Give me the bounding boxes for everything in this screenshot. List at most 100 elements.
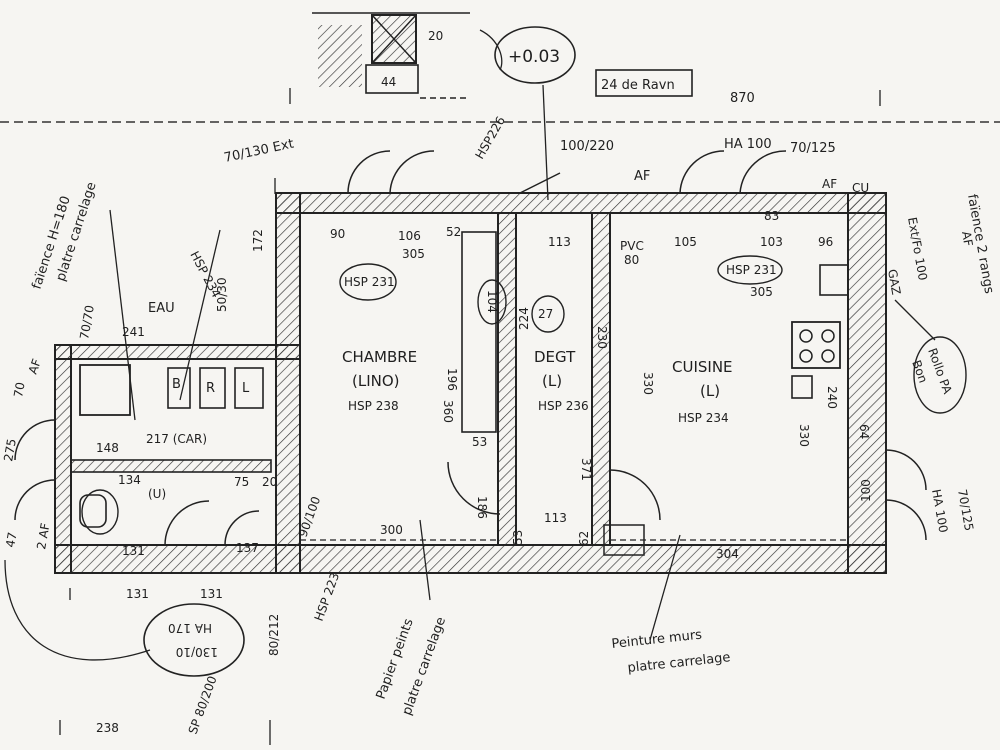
window-ext-note: 70/130 Ext: [223, 137, 295, 166]
chambre-floor: (LINO): [352, 372, 400, 390]
wall-bottom: [54, 544, 887, 574]
dim-27: 27: [538, 307, 553, 321]
r-label: R: [206, 381, 215, 396]
peinture-note: Peinture murs: [611, 628, 703, 652]
wc-dim: 217 (CAR): [146, 432, 207, 446]
door-top-note: 100/220: [560, 139, 614, 154]
top-hsp226: HSP226: [472, 114, 508, 162]
degt-floor: (L): [542, 372, 562, 390]
dim-52: 52: [446, 225, 461, 239]
dim-330: 330: [641, 372, 655, 395]
d238-note: 238: [96, 721, 119, 735]
dim-137: 137: [236, 541, 259, 555]
dim-80-212: 80/212: [267, 614, 281, 656]
window-bath-left: [14, 479, 56, 521]
dim-113: 113: [548, 235, 571, 249]
cuisine-hsp: HSP 234: [678, 411, 729, 425]
washing-machine: [234, 367, 264, 409]
door-degt-chambre: [447, 461, 501, 515]
dim-304: 304: [716, 547, 739, 561]
ha-right: HA 100: [929, 488, 950, 534]
dim-240: 240: [825, 386, 839, 409]
window-kitchen-right: [885, 449, 927, 491]
dim-50-30: 50/30: [215, 277, 229, 312]
af-top-note: AF: [634, 169, 650, 184]
door-degt-cuisine: [609, 469, 661, 521]
af-left: AF: [26, 357, 44, 376]
dim-241: 241: [122, 325, 145, 339]
door-cuisine-top: [679, 150, 725, 194]
d104-callout: [477, 279, 507, 325]
dim-62: 62: [577, 531, 591, 546]
dim-20: 20: [262, 475, 277, 489]
overall-width: 870: [730, 91, 755, 106]
ha170-note: HA 170: [168, 621, 212, 635]
dim-104: 104: [485, 290, 499, 313]
dim-186: 186: [475, 496, 489, 519]
dim-172: 172: [251, 229, 265, 252]
hsp223-note: HSP 223: [312, 571, 342, 623]
hsp231-label: HSP 231: [344, 275, 395, 289]
ha170-callout: [143, 603, 245, 677]
dim-53: 53: [472, 435, 487, 449]
af-bottom-left: 2 AF: [34, 522, 52, 551]
win-right: 70/125: [955, 488, 976, 532]
elevation-callout: [494, 26, 576, 84]
hsp231-callout: [339, 263, 397, 301]
win-70-70: 70/70: [77, 304, 97, 340]
cu-note: CU: [852, 181, 869, 195]
dim-275: 275: [1, 438, 19, 463]
degt-label: DEGT: [534, 348, 576, 366]
hsp231b-label: HSP 231: [726, 263, 777, 277]
closet-chambre: [461, 231, 497, 433]
win-top-right-note: 70/125: [790, 141, 836, 156]
toilet: [79, 494, 107, 528]
door-degt-top: [519, 172, 561, 194]
door-wc: [224, 510, 260, 546]
stove: [791, 321, 841, 369]
dim-70-left: 70: [11, 381, 27, 398]
dim-64: 64: [857, 424, 871, 439]
b-label: B: [172, 377, 181, 392]
bathtub: [167, 367, 191, 409]
dim-75: 75: [234, 475, 249, 489]
elevation-label: +0.03: [508, 47, 560, 67]
dim-224: 224: [517, 307, 531, 330]
door-chambre-top: [347, 150, 391, 194]
u-label: (U): [148, 487, 166, 501]
ha-top-note: HA 100: [724, 137, 772, 152]
hsp231b-callout: [717, 255, 783, 285]
shaft-hatch-left: [318, 25, 362, 87]
hatch-dim: 20: [428, 29, 443, 43]
l-label: L: [242, 381, 250, 396]
dim-100: 100: [859, 479, 873, 502]
dim-53b: 53: [511, 530, 525, 545]
gaz-label: GAZ: [885, 268, 903, 296]
dim-134: 134: [118, 473, 141, 487]
wall-left: [54, 344, 72, 574]
sp-80-200-note: SP 80/200: [186, 674, 220, 736]
kitchen-sink: [819, 264, 849, 296]
rollo-callout: [913, 336, 967, 414]
pvc-label: PVC: [620, 239, 644, 253]
ext-fo-note: Ext/Fo 100: [905, 216, 930, 281]
wall-chambre-left: [275, 192, 301, 574]
dim-113b: 113: [544, 511, 567, 525]
degt-callout: [531, 295, 565, 333]
door-bath: [164, 500, 210, 546]
dim-80: 80: [624, 253, 639, 267]
slab-callout: [595, 69, 693, 97]
sink-bath: [199, 367, 226, 409]
dim-360: 360: [441, 400, 455, 423]
wall-degt-right: [591, 212, 611, 546]
dim-196: 196: [445, 368, 459, 391]
chambre-label: CHAMBRE: [342, 348, 417, 366]
dim-105: 105: [674, 235, 697, 249]
af-cu-note: AF: [822, 177, 837, 191]
dim-90: 90: [330, 227, 345, 241]
eau-label: EAU: [148, 301, 175, 316]
dim-371: 371: [579, 458, 593, 481]
d131b-note: 131: [126, 587, 149, 601]
